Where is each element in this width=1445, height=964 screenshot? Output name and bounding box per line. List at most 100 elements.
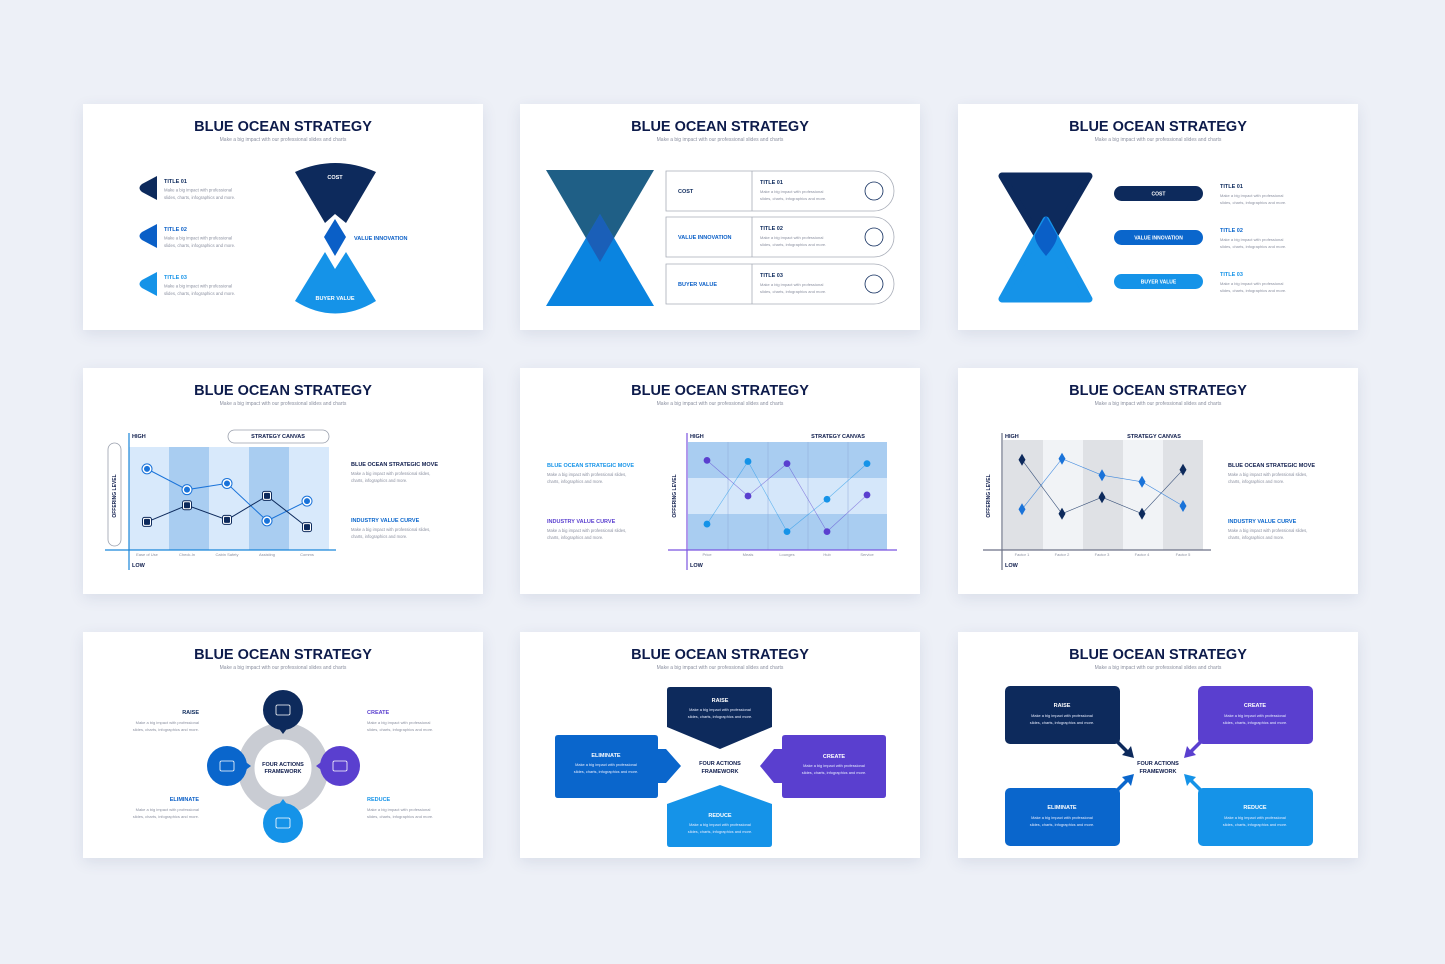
eliminate-box: [555, 735, 681, 798]
description-text: charts, infographics and more.: [351, 534, 407, 539]
slide-title: BLUE OCEAN STRATEGY: [194, 647, 372, 663]
corner-arrow: [1115, 740, 1134, 758]
y-label-pill: [107, 442, 122, 547]
data-point: [1058, 507, 1066, 520]
description-text: Make a big impact with professional slid…: [1228, 472, 1307, 477]
row-title: TITLE 03: [760, 273, 783, 279]
raise-title: RAISE: [712, 698, 729, 704]
legend-title-move: BLUE OCEAN STRATEGIC MOVE: [1228, 463, 1315, 469]
label: BUYER VALUE: [1141, 280, 1177, 286]
data-point: [783, 528, 791, 536]
label-pill: [1114, 186, 1203, 201]
x-tick-label: Lounges: [779, 552, 794, 557]
data-point: [1179, 500, 1187, 512]
item-title: TITLE 03: [164, 275, 187, 281]
overlap-shape: [1034, 216, 1058, 256]
raise-title: RAISE: [182, 710, 199, 716]
data-point: [264, 492, 270, 499]
data-point: [184, 502, 190, 509]
reduce-title: REDUCE: [1243, 805, 1267, 811]
label: FRAMEWORK: [1140, 769, 1177, 775]
description-text: Make a big impact with professional slid…: [351, 471, 430, 476]
description-text: slides, charts, infographics and more.: [164, 291, 235, 296]
description-text: Make a big impact with professional: [1031, 713, 1093, 718]
slide-8-four-actions-arrows[interactable]: BLUE OCEAN STRATEGY Make a big impact wit…: [520, 632, 920, 858]
data-point: [703, 520, 711, 528]
label-pill: [1114, 274, 1203, 289]
canvas-column: [129, 447, 169, 550]
arrow-marker: [139, 176, 157, 200]
slide-title: BLUE OCEAN STRATEGY: [631, 119, 809, 135]
raise-box: [667, 687, 772, 749]
data-point: [304, 498, 310, 505]
slide-title: BLUE OCEAN STRATEGY: [1069, 119, 1247, 135]
center-circle: [256, 741, 310, 795]
action-bubble: [263, 803, 303, 843]
slide-title: BLUE OCEAN STRATEGY: [194, 119, 372, 135]
data-point: [1098, 491, 1106, 504]
description-text: charts, infographics and more.: [1228, 535, 1284, 540]
description-text: slides, charts, infographics and more.: [574, 769, 638, 774]
eliminate-title: ELIMINATE: [1047, 805, 1077, 811]
action-bubble: [263, 690, 303, 730]
slide-5-strategy-canvas[interactable]: BLUE OCEAN STRATEGY Make a big impact wit…: [520, 368, 920, 594]
slide-subtitle: Make a big impact with our professional …: [1095, 401, 1222, 407]
slide-2-hourglass-pills[interactable]: BLUE OCEAN STRATEGY Make a big impact wit…: [520, 104, 920, 330]
overlap-diamond: [586, 214, 614, 262]
description-text: Make a big impact with professional: [1224, 713, 1286, 718]
growth-chart-icon: [864, 227, 884, 247]
description-text: slides, charts, infographics and more.: [802, 770, 866, 775]
axis-high-label: HIGH: [690, 434, 704, 440]
description-text: Make a big impact with professional slid…: [351, 527, 430, 532]
description-text: Make a big impact with professional: [1031, 815, 1093, 820]
data-point: [823, 495, 831, 503]
create-box: [1198, 686, 1313, 744]
slide-3-hourglass-labels[interactable]: BLUE OCEAN STRATEGY Make a big impact wit…: [958, 104, 1358, 330]
description-text: slides, charts, infographics and more.: [164, 195, 235, 200]
description-text: slides, charts, infographics and more.: [760, 196, 826, 201]
description-text: slides, charts, infographics and more.: [164, 243, 235, 248]
data-point: [144, 465, 150, 472]
growth-chart-icon: [332, 760, 348, 772]
action-bubble: [207, 746, 247, 786]
description-text: Make a big impact with professional: [689, 707, 751, 712]
data-point: [744, 458, 752, 465]
legend-title-move: BLUE OCEAN STRATEGIC MOVE: [351, 462, 438, 468]
value-innovation-diamond: [324, 219, 346, 256]
slide-subtitle: Make a big impact with our professional …: [657, 137, 784, 143]
label: FOUR ACTIONS: [262, 762, 304, 768]
data-point: [224, 516, 230, 523]
cost-cup: [295, 163, 376, 223]
slide-subtitle: Make a big impact with our professional …: [657, 401, 784, 407]
cost-triangle: [998, 172, 1093, 254]
slide-subtitle: Make a big impact with our professional …: [220, 137, 347, 143]
slide-title: BLUE OCEAN STRATEGY: [631, 383, 809, 399]
row-title: TITLE 02: [1220, 228, 1243, 234]
eye-icon: [219, 760, 235, 772]
data-point: [744, 492, 752, 500]
description-text: charts, infographics and more.: [547, 479, 603, 484]
slide-title: BLUE OCEAN STRATEGY: [1069, 383, 1247, 399]
x-tick-label: Meals: [743, 552, 754, 557]
slide-title: BLUE OCEAN STRATEGY: [631, 647, 809, 663]
description-text: Make a big impact with professional: [1220, 237, 1283, 242]
x-tick-label: Factor 5: [1176, 552, 1191, 557]
x-tick-label: Cabin Safety: [216, 552, 239, 557]
slide-6-strategy-canvas[interactable]: BLUE OCEAN STRATEGY Make a big impact wit…: [958, 368, 1358, 594]
description-text: Make a big impact with professional: [164, 236, 232, 241]
data-point: [144, 518, 150, 525]
row-title: TITLE 03: [1220, 272, 1243, 278]
data-point: [1058, 452, 1066, 465]
slide-1-hourglass[interactable]: BLUE OCEAN STRATEGY Make a big impact wit…: [83, 104, 483, 330]
description-text: slides, charts, infographics and more.: [367, 727, 433, 732]
x-tick-label: Ease of Use: [136, 552, 159, 557]
description-text: slides, charts, infographics and more.: [760, 289, 826, 294]
canvas-column: [169, 447, 209, 550]
label-pill: [1114, 230, 1203, 245]
eliminate-title: ELIMINATE: [591, 753, 621, 759]
row-pill: [665, 263, 895, 305]
description-text: slides, charts, infographics and more.: [1223, 720, 1287, 725]
